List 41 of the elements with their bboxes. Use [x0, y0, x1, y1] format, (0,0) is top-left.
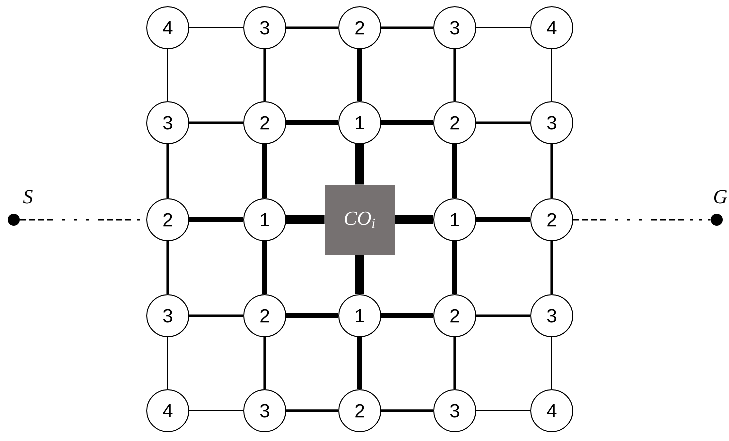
- connector: [190, 122, 244, 124]
- connector: [454, 50, 456, 102]
- connector: [20, 219, 146, 221]
- endpoint-label: S: [23, 190, 33, 204]
- connector: [262, 144, 268, 198]
- connector: [476, 314, 530, 318]
- connector: [190, 314, 244, 318]
- connector: [286, 410, 338, 412]
- connector: [358, 50, 362, 102]
- connector: [452, 242, 458, 294]
- endpoint-dot: [711, 214, 723, 226]
- connector: [286, 314, 338, 318]
- connector: [264, 337, 266, 390]
- connector: [476, 122, 530, 124]
- endpoint-label: G: [714, 190, 728, 204]
- connector: [454, 337, 456, 390]
- connector: [262, 242, 268, 294]
- connector: [264, 50, 266, 102]
- connector: [395, 215, 434, 224]
- endpoint-dot: [8, 214, 20, 226]
- connector: [382, 410, 434, 412]
- connector: [190, 217, 244, 222]
- connector: [286, 120, 338, 126]
- connector: [358, 337, 362, 390]
- connector: [476, 410, 531, 412]
- connector: [382, 120, 434, 126]
- connector: [382, 314, 434, 318]
- connector: [550, 144, 554, 198]
- connector: [550, 242, 554, 294]
- connector: [574, 219, 711, 221]
- connector: [476, 217, 530, 222]
- connector: [356, 144, 364, 185]
- connector: [452, 144, 458, 198]
- connector: [166, 144, 170, 198]
- connector: [382, 26, 434, 30]
- connector: [286, 26, 338, 30]
- connector: [166, 242, 170, 294]
- center-box: CO$_{i}$: [325, 185, 395, 255]
- connector: [286, 215, 325, 224]
- connector: [189, 410, 244, 412]
- connector: [356, 255, 364, 294]
